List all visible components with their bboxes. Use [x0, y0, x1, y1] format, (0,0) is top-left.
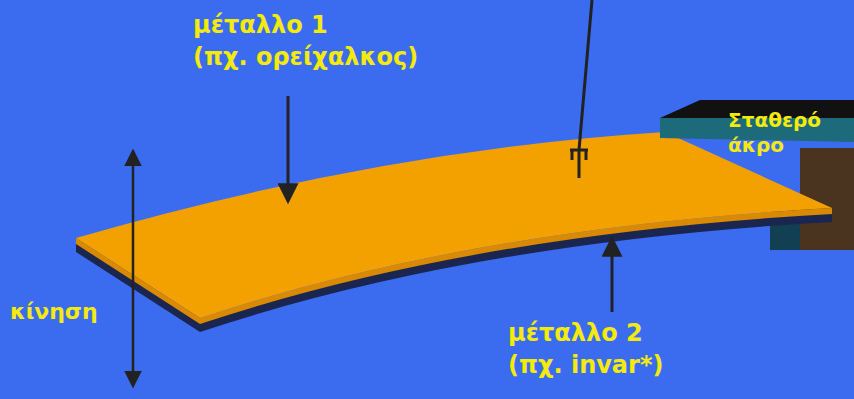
- metal-1-surface: [76, 132, 832, 318]
- material-label: μέταλλο 1: [193, 10, 328, 40]
- fixed-end-label: Σταθερό άκρο: [728, 108, 828, 158]
- material-example: (πχ. ορείχαλκος): [193, 42, 418, 72]
- probe-wire: [579, 0, 592, 150]
- leader-arrow: [287, 96, 290, 200]
- leader-arrow: [611, 240, 614, 312]
- motion-label: κίνηση: [10, 298, 98, 326]
- material-example: (πχ. invar*): [508, 350, 663, 380]
- material-label: μέταλλο 2: [508, 318, 643, 348]
- movement-arrow: [132, 152, 135, 385]
- probe-tip: [570, 150, 588, 178]
